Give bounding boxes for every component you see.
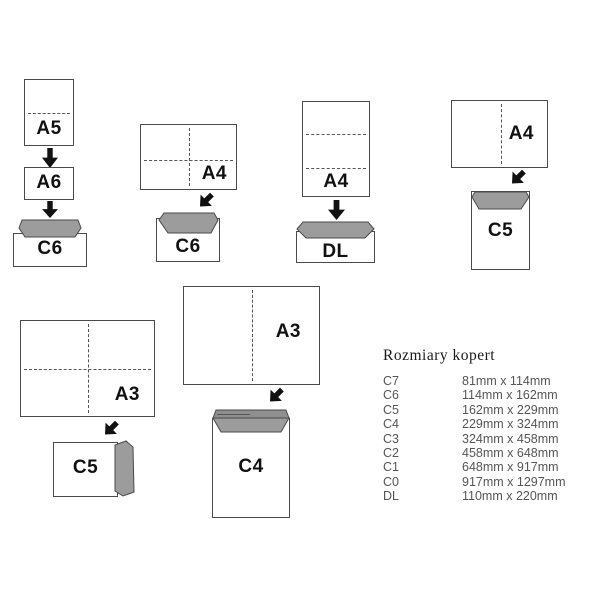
envelope-graphic: [13, 219, 87, 267]
paper-label: A3: [114, 384, 140, 405]
size-code: C0: [383, 474, 399, 489]
paper-a6: A6: [24, 167, 74, 200]
arrow-down-icon: [42, 148, 58, 168]
envelope-c6-front: C6: [13, 219, 87, 267]
size-code: C7: [383, 374, 399, 388]
size-code: C1: [383, 460, 399, 475]
envelope-label: C6: [175, 236, 201, 257]
envelope-label: C6: [37, 238, 63, 259]
envelope-label: DL: [322, 241, 349, 262]
arrow-diagonal-icon: [194, 189, 217, 212]
paper-a3-quarter-fold: A3: [20, 320, 155, 417]
fold-line-vertical: [501, 104, 502, 164]
size-code: C2: [383, 446, 399, 461]
envelope-graphic: [212, 409, 290, 518]
size-dims: 114mm x 162mm: [462, 388, 558, 403]
size-row: C2 458mm x 648mm: [383, 446, 583, 460]
size-row: C1 648mm x 917mm: [383, 460, 583, 474]
arrow-diagonal-icon: [506, 166, 529, 189]
size-dims: 110mm x 220mm: [462, 489, 558, 504]
size-code: C4: [383, 417, 399, 432]
size-row: C3 324mm x 458mm: [383, 432, 583, 446]
paper-label: A5: [36, 118, 62, 139]
size-dims: 229mm x 324mm: [462, 417, 559, 432]
envelope-c6-front: C6: [156, 212, 220, 262]
size-row: C7 81mm x 114mm: [383, 374, 583, 388]
envelope-label: C4: [238, 456, 264, 477]
paper-a4-tri-fold: A4: [302, 101, 370, 197]
fold-line-horizontal: [28, 113, 70, 114]
size-code: DL: [383, 489, 399, 504]
envelope-graphic: [53, 440, 135, 497]
table-title: Rozmiary kopert: [383, 347, 496, 364]
size-code: C3: [383, 431, 399, 446]
size-dims: 81mm x 114mm: [462, 374, 551, 388]
size-row: C5 162mm x 229mm: [383, 403, 583, 417]
fold-line-horizontal: [306, 134, 366, 135]
paper-label: A4: [201, 163, 227, 184]
paper-label: A4: [508, 123, 534, 144]
envelope-graphic: [296, 221, 375, 263]
fold-line-horizontal: [306, 168, 366, 169]
size-row: DL 110mm x 220mm: [383, 489, 583, 503]
paper-a3-half-fold: A3: [183, 286, 320, 385]
fold-line-vertical: [88, 324, 89, 413]
envelope-size-table: Rozmiary kopert C7 81mm x 114mm C6 114mm…: [383, 347, 583, 504]
fold-line-vertical: [189, 128, 190, 186]
paper-label: A4: [323, 171, 349, 192]
fold-line-horizontal: [24, 369, 151, 370]
size-dims: 458mm x 648mm: [462, 446, 559, 461]
arrow-down-icon: [328, 200, 345, 220]
size-code: C6: [383, 388, 399, 403]
size-row: C0 917mm x 1297mm: [383, 475, 583, 489]
size-row: C4 229mm x 324mm: [383, 417, 583, 431]
size-dims: 648mm x 917mm: [462, 460, 559, 475]
envelope-c4-pocket: C4: [212, 408, 290, 518]
envelope-c5-pocket: C5: [471, 188, 530, 270]
envelope-label: C5: [487, 220, 514, 241]
envelope-graphic: [156, 212, 220, 262]
arrow-diagonal-icon: [264, 384, 287, 407]
envelope-graphic: [471, 191, 530, 270]
arrow-diagonal-icon: [99, 417, 122, 440]
paper-a5: A5: [24, 79, 74, 146]
envelope-dl: DL: [296, 221, 375, 263]
envelope-label: C5: [72, 457, 99, 478]
size-dims: 917mm x 1297mm: [462, 474, 566, 489]
paper-a4-quarter-fold: A4: [140, 124, 237, 190]
size-code: C5: [383, 402, 399, 417]
paper-label: A6: [36, 172, 62, 193]
size-dims: 162mm x 229mm: [462, 402, 559, 417]
size-dims: 324mm x 458mm: [462, 431, 559, 446]
paper-a4-half-fold: A4: [451, 100, 548, 168]
fold-line-vertical: [252, 290, 253, 381]
envelope-c5-side-flap: C5: [53, 440, 135, 497]
fold-line-horizontal: [144, 160, 233, 161]
paper-label: A3: [275, 321, 301, 342]
size-row: C6 114mm x 162mm: [383, 388, 583, 402]
arrow-down-icon: [42, 201, 58, 218]
